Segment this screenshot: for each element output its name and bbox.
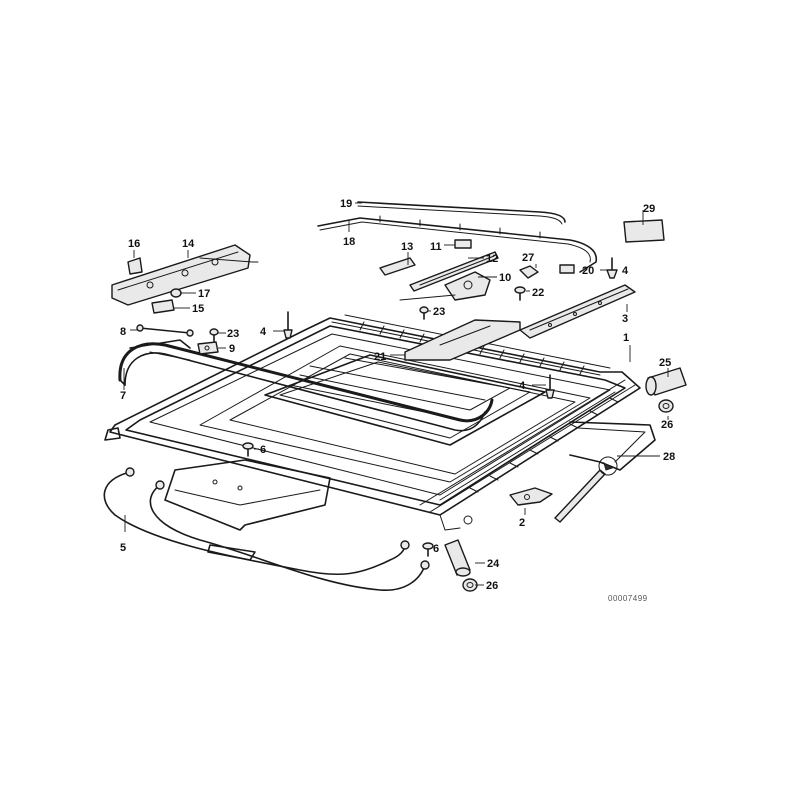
callout-12: 12 (486, 253, 498, 265)
callout-15: 15 (192, 303, 204, 315)
callout-labels: 19 18 29 13 11 12 10 27 20 4 22 3 23 21 … (120, 198, 675, 592)
callout-1: 1 (623, 332, 629, 344)
bracket-14 (111, 244, 259, 306)
callout-7: 7 (120, 390, 126, 402)
callout-14: 14 (182, 238, 195, 250)
callout-4-inner: 4 (519, 380, 526, 392)
seal-frame-28 (554, 421, 656, 523)
cable-8 (136, 324, 194, 337)
bracket-13 (379, 257, 416, 276)
slide-plate-21 (404, 319, 521, 361)
sunroof-frame (104, 314, 641, 531)
screw-6-lower (422, 542, 434, 557)
callout-24: 24 (487, 558, 500, 570)
connector-9 (197, 341, 219, 355)
catalog-number: 00007499 (608, 594, 648, 603)
guide-rail-3 (519, 284, 636, 339)
callout-9: 9 (229, 343, 235, 355)
clip-16 (127, 257, 143, 275)
callout-11: 11 (430, 241, 442, 253)
callout-16: 16 (128, 238, 140, 250)
callout-26-rear: 26 (661, 419, 673, 431)
callout-28: 28 (663, 451, 675, 463)
rivet-4-right (606, 257, 618, 279)
callout-23-left: 23 (227, 328, 239, 340)
leader-lines (123, 202, 669, 586)
screw-23-left (209, 328, 219, 342)
clip-20 (559, 264, 575, 274)
rivet-4-center (283, 311, 293, 339)
callout-2: 2 (519, 517, 525, 529)
callout-5: 5 (120, 542, 126, 554)
callout-10: 10 (499, 272, 511, 284)
lower-panel (164, 459, 331, 531)
bracket-2 (509, 487, 553, 506)
cable-18 (317, 215, 598, 273)
callout-4-right: 4 (622, 265, 629, 277)
screw-6-front (242, 442, 254, 457)
grommet-26-rear (658, 399, 674, 413)
callout-18: 18 (343, 236, 355, 248)
rail-12 (409, 251, 499, 292)
callout-17: 17 (198, 288, 210, 300)
pad-15 (151, 299, 175, 314)
screw-23-center (419, 306, 429, 320)
rivet-4-inner (545, 374, 555, 399)
cover-29 (623, 219, 665, 243)
callout-8: 8 (120, 326, 126, 338)
drain-tube-25 (645, 367, 687, 396)
cable-19 (357, 201, 566, 225)
clip-17 (170, 288, 182, 298)
callout-21: 21 (374, 351, 386, 363)
callout-3: 3 (622, 313, 628, 325)
callout-26-front: 26 (486, 580, 498, 592)
callout-6-front: 6 (260, 444, 266, 456)
callout-13: 13 (401, 241, 413, 253)
motor-10 (399, 271, 491, 301)
callout-27: 27 (522, 252, 534, 264)
drain-hoses (103, 467, 430, 591)
grommet-26-front (462, 578, 478, 592)
callout-4-center: 4 (260, 326, 267, 338)
screw-22 (514, 286, 526, 301)
callout-23-center: 23 (433, 306, 445, 318)
callout-19: 19 (340, 198, 352, 210)
callout-6-lower: 6 (433, 543, 439, 555)
callout-22: 22 (532, 287, 544, 299)
callout-29: 29 (643, 203, 655, 215)
front-seal-frame (118, 339, 494, 432)
drain-tube-24 (444, 539, 471, 577)
callout-25: 25 (659, 357, 671, 369)
clip-11 (454, 239, 472, 249)
callout-20: 20 (582, 265, 594, 277)
clip-27 (519, 265, 539, 279)
